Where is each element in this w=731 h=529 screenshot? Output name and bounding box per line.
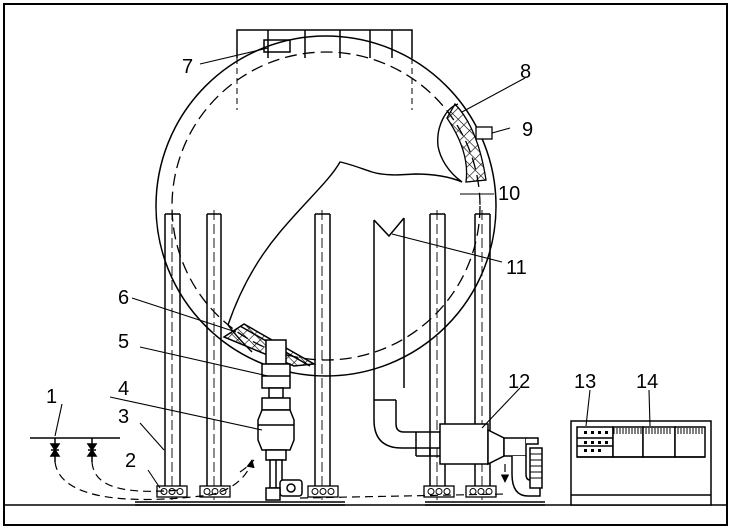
- central-duct: [373, 217, 405, 400]
- main-sphere: [155, 35, 497, 377]
- callout-10: 10: [498, 183, 520, 205]
- callout-3: 3: [118, 406, 129, 428]
- interior-membrane: [227, 103, 463, 326]
- callout-4: 4: [118, 378, 129, 400]
- cabinet-switches: [613, 428, 703, 434]
- column-footings: [156, 485, 497, 498]
- callout-11: 11: [506, 257, 527, 279]
- callout-2: 2: [125, 450, 136, 472]
- feed-column: [222, 323, 317, 501]
- callout-1: 1: [46, 386, 57, 408]
- drawing-frame: [3, 3, 728, 526]
- flow-lines: [54, 459, 510, 501]
- callout-14: 14: [636, 371, 658, 393]
- callout-8: 8: [520, 61, 531, 83]
- callout-5: 5: [118, 331, 129, 353]
- base-platforms: [135, 501, 545, 506]
- attachment-box: [475, 126, 493, 140]
- footing-dots: [160, 488, 493, 495]
- cabinet-indicators: [584, 431, 608, 452]
- leader-lines: [54, 47, 651, 489]
- callout-7: 7: [182, 56, 193, 78]
- hatched-panel: [446, 102, 487, 183]
- roof-frame: [236, 29, 413, 58]
- callout-13: 13: [574, 371, 596, 393]
- spray-system: [30, 437, 120, 462]
- callout-6: 6: [118, 287, 129, 309]
- duct-system: [373, 399, 543, 497]
- callout-12: 12: [508, 371, 530, 393]
- callout-9: 9: [522, 119, 533, 141]
